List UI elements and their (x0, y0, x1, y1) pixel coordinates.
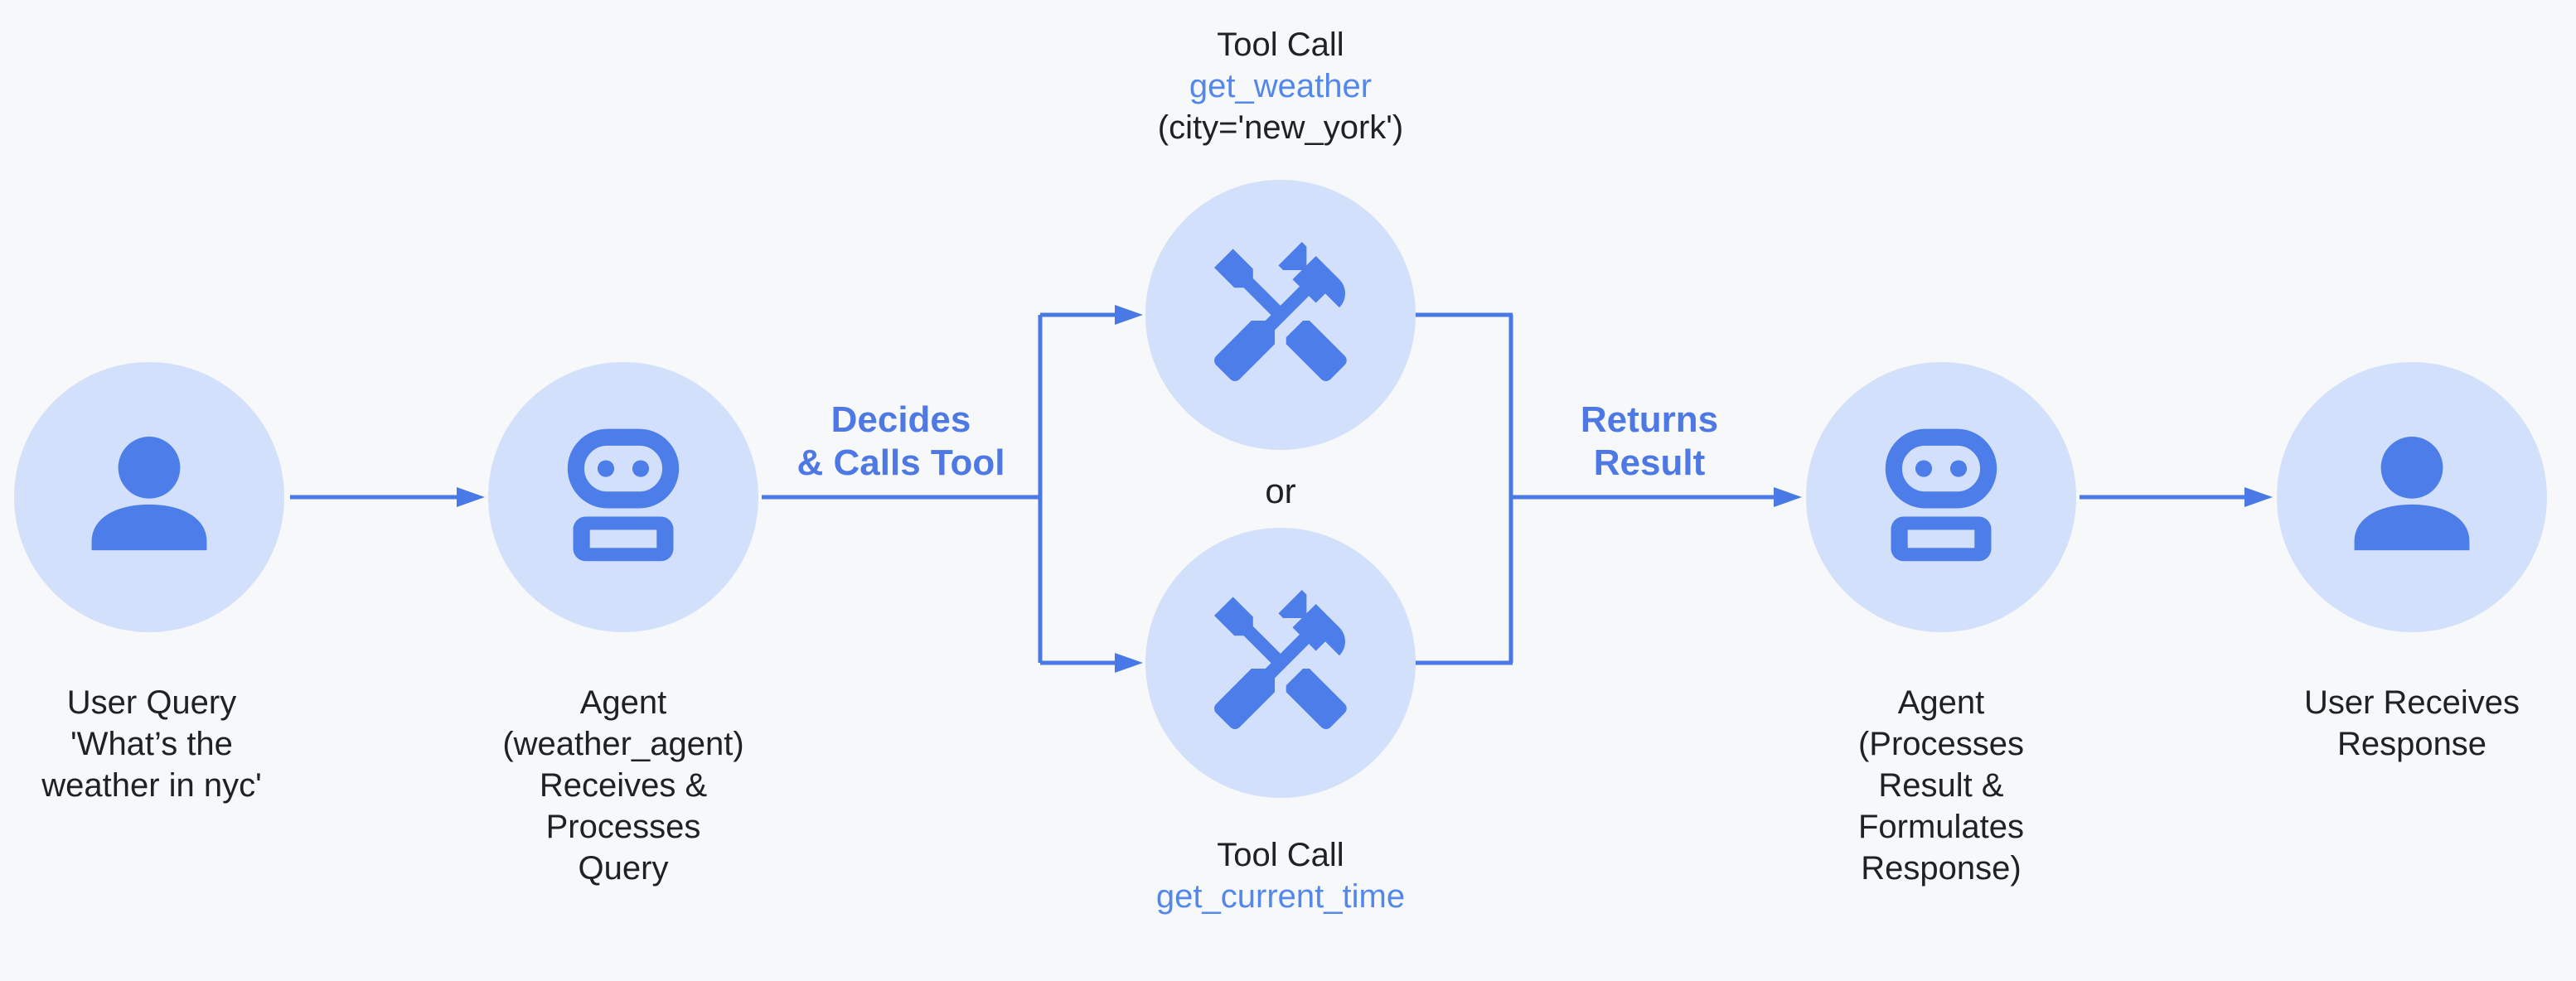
handyman-icon (1214, 590, 1347, 730)
person-icon (91, 437, 207, 551)
or-label: or (1265, 471, 1296, 510)
robot-icon (1885, 428, 1997, 562)
label-line: Agent (579, 684, 667, 721)
tool-call-get-weather-label: Tool Call get_weather (city='new_york') (1032, 24, 1529, 148)
edge-label-line: Result (1593, 442, 1706, 483)
label-line: Formulates (1857, 809, 2025, 845)
tool-get-current-time-node (1145, 528, 1416, 798)
tool-name: get_current_time (1155, 878, 1406, 915)
label-line: weather in nyc' (41, 767, 262, 804)
label-line: Result & (1878, 767, 2004, 804)
label-line: Receives & (539, 767, 708, 804)
agent-respond-label: Agent (Processes Result & Formulates Res… (1692, 682, 2190, 889)
label-line: Agent (1897, 684, 1985, 721)
label-line: Response) (1861, 850, 2022, 887)
handyman-icon (1214, 242, 1347, 382)
edge-label-line: Returns (1580, 399, 1719, 440)
label-line: (Processes (1857, 726, 2025, 762)
label-line: Response (2336, 726, 2487, 762)
robot-icon (567, 428, 680, 562)
agent-weather-agent-node (488, 362, 758, 632)
label-line: Tool Call (1217, 27, 1344, 63)
person-icon (2354, 437, 2470, 551)
tool-args: (city='new_york') (1157, 109, 1404, 146)
agent-respond-node (1806, 362, 2076, 632)
label-line: User Query (66, 684, 237, 721)
edge-label-line: Decides (830, 399, 971, 440)
label-line: 'What’s the (70, 726, 233, 762)
label-line: Tool Call (1217, 837, 1344, 873)
tool-get-weather-node (1145, 180, 1416, 450)
label-line: User Receives (2303, 684, 2520, 721)
label-line: (weather_agent) (502, 726, 744, 762)
decides-calls-tool-label: Decides & Calls Tool (694, 399, 1108, 485)
agent-weather-agent-label: Agent (weather_agent) Receives & Process… (375, 682, 872, 889)
edge-label-line: & Calls Tool (797, 442, 1005, 483)
user-query-node (14, 362, 284, 632)
label-line: Processes (545, 809, 701, 845)
returns-result-label: Returns Result (1442, 399, 1857, 485)
user-response-node (2277, 362, 2547, 632)
label-line: Query (578, 850, 669, 887)
user-response-label: User Receives Response (2163, 682, 2576, 765)
tool-name: get_weather (1189, 68, 1373, 104)
user-query-label: User Query 'What’s the weather in nyc' (0, 682, 400, 806)
tool-call-get-current-time-label: Tool Call get_current_time (1032, 834, 1529, 917)
